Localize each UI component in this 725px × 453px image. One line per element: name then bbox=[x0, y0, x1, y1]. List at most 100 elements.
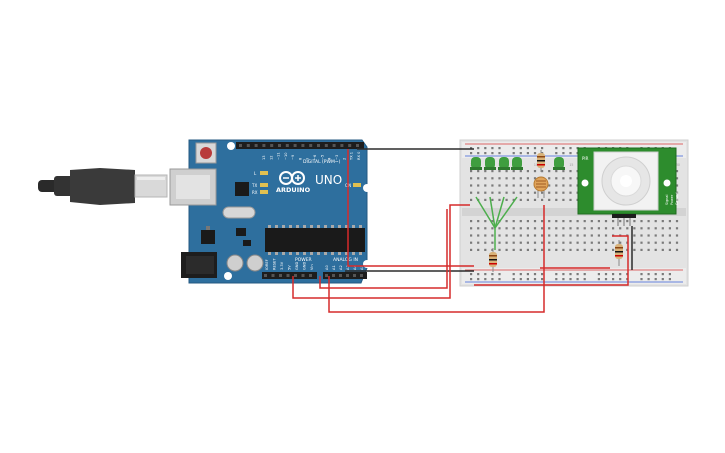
rail-hole[interactable] bbox=[477, 273, 480, 276]
rail-hole[interactable] bbox=[541, 273, 544, 276]
breadboard-hole[interactable] bbox=[498, 248, 501, 251]
breadboard-hole[interactable] bbox=[675, 248, 679, 251]
breadboard-hole[interactable] bbox=[541, 198, 544, 201]
breadboard-hole[interactable] bbox=[675, 241, 679, 244]
breadboard-hole[interactable] bbox=[675, 227, 679, 230]
breadboard-hole[interactable] bbox=[548, 241, 551, 244]
breadboard-hole[interactable] bbox=[675, 184, 679, 187]
breadboard-hole[interactable] bbox=[583, 220, 586, 223]
rail-hole[interactable] bbox=[470, 278, 473, 281]
breadboard-hole[interactable] bbox=[576, 248, 579, 251]
breadboard-hole[interactable] bbox=[555, 234, 558, 237]
breadboard-hole[interactable] bbox=[548, 177, 551, 180]
rail-hole[interactable] bbox=[569, 273, 572, 276]
usb-cable[interactable] bbox=[38, 168, 168, 205]
rail-hole[interactable] bbox=[654, 273, 657, 276]
rail-hole[interactable] bbox=[470, 273, 473, 276]
wire-ldr-loop[interactable] bbox=[328, 205, 545, 313]
rail-hole[interactable] bbox=[498, 152, 501, 155]
breadboard-hole[interactable] bbox=[562, 248, 565, 251]
breadboard-hole[interactable] bbox=[541, 220, 544, 223]
rail-hole[interactable] bbox=[491, 273, 494, 276]
breadboard-hole[interactable] bbox=[533, 198, 537, 201]
breadboard-hole[interactable] bbox=[541, 191, 544, 194]
breadboard-hole[interactable] bbox=[569, 191, 572, 194]
rail-hole[interactable] bbox=[640, 273, 643, 276]
rail-hole[interactable] bbox=[526, 152, 529, 155]
header-hole[interactable] bbox=[339, 274, 342, 277]
rail-hole[interactable] bbox=[526, 278, 529, 281]
rail-hole[interactable] bbox=[541, 147, 544, 150]
breadboard-hole[interactable] bbox=[640, 248, 643, 251]
breadboard-hole[interactable] bbox=[576, 220, 579, 223]
wire-led-2[interactable] bbox=[489, 196, 496, 229]
header-hole[interactable] bbox=[278, 144, 281, 147]
breadboard-hole[interactable] bbox=[583, 241, 586, 244]
header-hole[interactable] bbox=[353, 274, 356, 277]
breadboard-hole[interactable] bbox=[668, 220, 671, 223]
breadboard-hole[interactable] bbox=[519, 198, 522, 201]
breadboard-hole[interactable] bbox=[654, 227, 657, 230]
breadboard-hole[interactable] bbox=[498, 170, 501, 173]
breadboard-hole[interactable] bbox=[498, 177, 501, 180]
rail-hole[interactable] bbox=[612, 273, 615, 276]
rail-hole[interactable] bbox=[498, 278, 501, 281]
breadboard-hole[interactable] bbox=[470, 234, 473, 237]
breadboard-hole[interactable] bbox=[569, 184, 572, 187]
breadboard-hole[interactable] bbox=[512, 248, 515, 251]
header-hole[interactable] bbox=[356, 144, 359, 147]
breadboard-hole[interactable] bbox=[491, 241, 494, 244]
header-hole[interactable] bbox=[262, 144, 266, 147]
breadboard-hole[interactable] bbox=[533, 220, 537, 223]
breadboard-hole[interactable] bbox=[633, 220, 636, 223]
rail-hole[interactable] bbox=[583, 273, 586, 276]
breadboard-hole[interactable] bbox=[498, 227, 501, 230]
breadboard-hole[interactable] bbox=[470, 170, 473, 173]
rail-hole[interactable] bbox=[541, 278, 544, 281]
rail-hole[interactable] bbox=[519, 273, 522, 276]
header-hole[interactable] bbox=[360, 274, 363, 277]
header-hole[interactable] bbox=[348, 144, 352, 147]
header-hole[interactable] bbox=[254, 144, 258, 147]
breadboard-hole[interactable] bbox=[519, 191, 522, 194]
breadboard-hole[interactable] bbox=[477, 191, 480, 194]
breadboard-hole[interactable] bbox=[555, 198, 558, 201]
rail-hole[interactable] bbox=[668, 273, 671, 276]
rail-hole[interactable] bbox=[569, 278, 572, 281]
breadboard-hole[interactable] bbox=[633, 227, 636, 230]
breadboard-hole[interactable] bbox=[562, 234, 565, 237]
header-hole[interactable] bbox=[332, 274, 335, 277]
rail-hole[interactable] bbox=[477, 147, 480, 150]
rail-hole[interactable] bbox=[604, 278, 608, 281]
breadboard-hole[interactable] bbox=[619, 220, 622, 223]
breadboard-hole[interactable] bbox=[477, 248, 480, 251]
breadboard-hole[interactable] bbox=[604, 220, 608, 223]
breadboard-hole[interactable] bbox=[555, 227, 558, 230]
breadboard-hole[interactable] bbox=[633, 248, 636, 251]
rail-hole[interactable] bbox=[512, 152, 515, 155]
breadboard-hole[interactable] bbox=[647, 234, 650, 237]
breadboard-hole[interactable] bbox=[576, 234, 579, 237]
led-1[interactable] bbox=[470, 157, 482, 170]
breadboard-hole[interactable] bbox=[484, 234, 487, 237]
breadboard-hole[interactable] bbox=[597, 234, 600, 237]
breadboard-hole[interactable] bbox=[512, 198, 515, 201]
rail-hole[interactable] bbox=[604, 273, 608, 276]
breadboard-hole[interactable] bbox=[555, 184, 558, 187]
breadboard-hole[interactable] bbox=[562, 184, 565, 187]
rail-hole[interactable] bbox=[647, 278, 650, 281]
rail-hole[interactable] bbox=[484, 152, 487, 155]
rail-hole[interactable] bbox=[512, 147, 515, 150]
breadboard-hole[interactable] bbox=[519, 170, 522, 173]
digital-header[interactable] bbox=[236, 142, 364, 149]
breadboard-hole[interactable] bbox=[512, 177, 515, 180]
breadboard-hole[interactable] bbox=[675, 220, 679, 223]
led-5[interactable] bbox=[553, 157, 565, 170]
breadboard-hole[interactable] bbox=[519, 184, 522, 187]
rail-hole[interactable] bbox=[477, 278, 480, 281]
breadboard-hole[interactable] bbox=[661, 227, 664, 230]
breadboard-hole[interactable] bbox=[668, 227, 671, 230]
photoresistor[interactable] bbox=[533, 176, 549, 198]
breadboard-hole[interactable] bbox=[668, 234, 671, 237]
breadboard-hole[interactable] bbox=[526, 191, 529, 194]
